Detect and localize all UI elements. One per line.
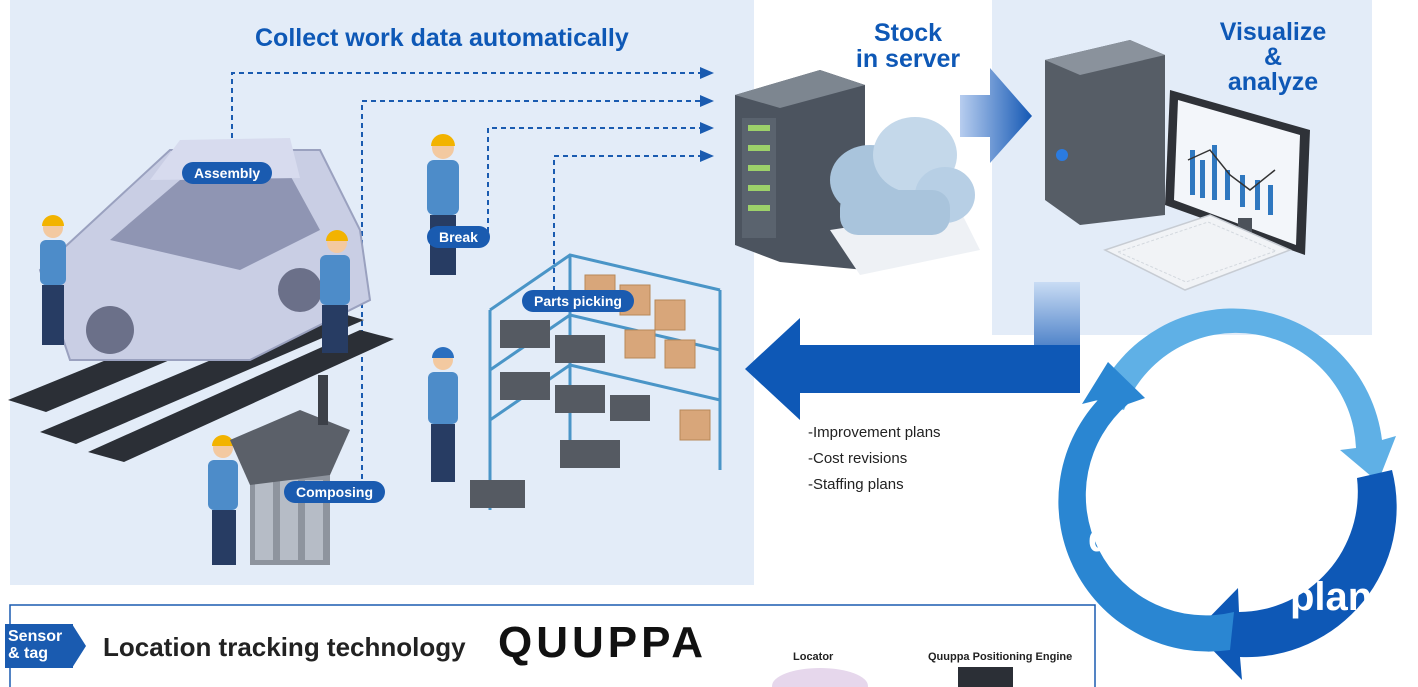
locator-label: Locator <box>793 651 834 663</box>
worker-assembly-left-icon <box>40 215 66 345</box>
plans-list: -Improvement plans -Cost revisions -Staf… <box>808 420 941 498</box>
sensor-badge-line1: Sensor <box>8 628 63 645</box>
worker-assembly-right-icon <box>320 230 350 353</box>
sensor-badge: Sensor & tag <box>8 628 72 662</box>
cycle-plan-label: plan <box>1290 575 1373 619</box>
engine-label: Quuppa Positioning Engine <box>928 651 1073 663</box>
engine-screen-icon <box>958 667 1013 687</box>
sensor-badge-arrow <box>72 624 86 668</box>
visualize-line2: & <box>1263 43 1283 71</box>
plan-item: -Improvement plans <box>808 424 941 441</box>
server-title: Stock in server <box>843 20 973 73</box>
engine-machine-icon <box>230 375 350 565</box>
sensor-badge-box <box>5 624 73 668</box>
server-title-line1: Stock <box>873 19 943 47</box>
parts-bins-icon <box>470 320 650 508</box>
worker-composing-icon <box>208 435 238 565</box>
pdca-cycle-icon <box>1058 308 1397 680</box>
arrowhead-1 <box>700 67 714 79</box>
cloud-icon <box>830 117 980 275</box>
quuppa-logo: QUUPPA <box>498 618 707 667</box>
worker-picking-icon <box>428 347 458 482</box>
server-rack-icon <box>735 70 865 270</box>
feedback-arrow-horizontal <box>800 345 1080 393</box>
cycle-see-label: see <box>1202 355 1263 396</box>
to-computer-arrow <box>960 68 1032 163</box>
picking-data-line <box>553 155 700 300</box>
cycle-plan-arc <box>1195 470 1397 680</box>
feedback-arrowhead <box>745 318 800 420</box>
keyboard-icon <box>1103 214 1292 291</box>
arrowhead-4 <box>700 150 714 162</box>
cycle-see-arc <box>1095 308 1396 482</box>
car-body-icon <box>38 138 372 361</box>
worker-break-icon <box>427 134 459 275</box>
plan-item: -Cost revisions <box>808 450 908 467</box>
break-tag: Break <box>427 226 490 248</box>
location-heading: Location tracking technology <box>103 632 466 662</box>
data-lines <box>231 72 700 488</box>
assembly-tag: Assembly <box>182 162 273 184</box>
assembly-data-line <box>231 72 700 165</box>
break-data-line <box>487 127 700 232</box>
cycle-do-label: do <box>1088 518 1135 560</box>
data-arrowheads <box>700 67 714 162</box>
arrowhead-3 <box>700 122 714 134</box>
composing-tag: Composing <box>284 481 385 503</box>
visualize-line1: Visualize <box>1219 18 1327 46</box>
parts-picking-tag: Parts picking <box>522 290 634 312</box>
sensor-badge-line2: & tag <box>8 645 48 662</box>
cycle-do-arc <box>1058 362 1234 652</box>
composing-data-line <box>361 100 700 488</box>
locator-device-icon <box>772 668 868 687</box>
server-title-line2: in server <box>855 45 961 74</box>
arrowhead-2 <box>700 95 714 107</box>
visualize-line3: analyze <box>1227 68 1319 96</box>
visualize-title: Visualize & analyze <box>1203 20 1343 95</box>
collect-title: Collect work data automatically <box>255 24 629 52</box>
pc-tower-icon <box>1045 40 1165 225</box>
plan-item: -Staffing plans <box>808 476 904 493</box>
